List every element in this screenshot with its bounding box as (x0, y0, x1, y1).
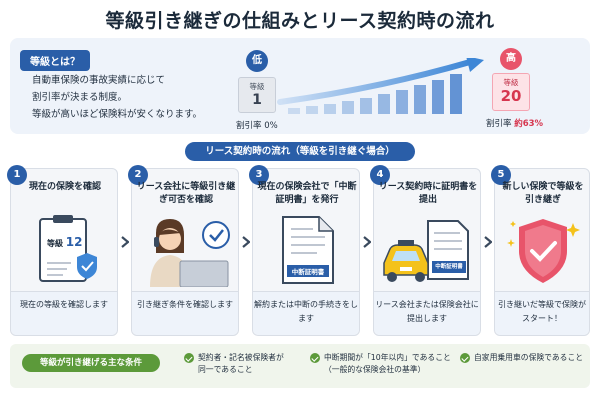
step-description: 引き継ぎ条件を確認します (132, 291, 238, 335)
certificate-label: 中断証明書 (291, 268, 325, 276)
high-rate-label: 割引率 (486, 119, 512, 129)
step-description: リース会社または保険会社に提出します (374, 291, 480, 335)
condition-line: 中断期間が「10年以内」であること (324, 353, 451, 362)
chevron-right-icon (484, 236, 492, 248)
growth-bar (378, 94, 390, 114)
condition-line: 同一であること (198, 365, 253, 374)
condition-item-1: 契約者・記名被保険者が 同一であること (198, 352, 284, 376)
operator-laptop-icon (136, 213, 236, 288)
growth-bar (360, 98, 372, 114)
grade-info-line: 等級が高いほど保険料が安くなります。 (32, 109, 203, 120)
low-grade-value: 1 (252, 92, 262, 108)
grade-info-badge: 等級とは？ (20, 50, 90, 71)
clipboard-grade-value: 12 (65, 235, 83, 249)
low-rate-value: 0% (264, 121, 278, 131)
growth-bar (450, 74, 462, 114)
step-title: 新しい保険で等級を引き継ぎ (502, 182, 584, 205)
grade-info-line: 自動車保険の事故実績に応じて (32, 75, 166, 86)
step-title: リース契約時に証明書を提出 (378, 182, 478, 205)
car-document-icon: 中断証明書 (378, 213, 478, 287)
high-marker: 高 (500, 48, 522, 70)
step-description: 現在の等級を確認します (11, 291, 117, 335)
check-icon (184, 353, 194, 363)
high-grade-box: 等級 20 (492, 73, 530, 111)
condition-line: 契約者・記名被保険者が (198, 353, 284, 362)
certificate-label: 中断証明書 (435, 264, 463, 270)
step-number: 4 (370, 165, 390, 185)
step-number: 2 (128, 165, 148, 185)
document-icon: 中断証明書 (257, 213, 357, 287)
growth-bar (342, 101, 354, 114)
step-title: 現在の保険を確認 (28, 182, 101, 192)
growth-bar (414, 85, 426, 114)
step-number: 3 (249, 165, 269, 185)
growth-bar (288, 108, 300, 114)
chevron-right-icon (242, 236, 250, 248)
step-title: 現在の保険会社で「中断証明書」を発行 (257, 182, 357, 205)
step-number: 5 (491, 165, 511, 185)
growth-bar (396, 90, 408, 114)
high-rate: 割引率 約63% (486, 117, 543, 129)
step-card-2: 2 リース会社に等級引き継ぎ可否を確認 引き継ぎ条件を確認します (128, 165, 239, 336)
low-grade-label: 等級 (249, 82, 265, 91)
shield-check-icon (499, 213, 587, 287)
high-grade-value: 20 (500, 87, 522, 105)
grade-info-description: 自動車保険の事故実績に応じて 割引率が決まる制度。 等級が高いほど保険料が安くな… (32, 72, 202, 123)
low-rate-label: 割引率 (236, 121, 262, 131)
conditions-badge: 等級が引き継げる主な条件 (22, 354, 160, 372)
condition-line: 自家用乗用車の保険であること (474, 353, 584, 362)
chevron-right-icon (121, 236, 129, 248)
chevron-right-icon (363, 236, 371, 248)
low-rate: 割引率 0% (236, 119, 278, 131)
high-rate-value: 約63% (514, 119, 544, 129)
step-card-5: 5 新しい保険で等級を引き継ぎ 引き継いだ等級で保険がスタート！ (491, 165, 590, 336)
step-title: リース会社に等級引き継ぎ可否を確認 (136, 182, 236, 205)
growth-arrow-head (466, 58, 484, 72)
clipboard-grade-label: 等級 (47, 239, 63, 248)
growth-bar (306, 106, 318, 114)
condition-item-3: 自家用乗用車の保険であること (474, 352, 583, 364)
growth-bar (324, 104, 336, 114)
condition-item-2: 中断期間が「10年以内」であること （一般的な保険会社の基準） (324, 352, 451, 376)
step-description: 解約または中断の手続きをします (253, 291, 359, 335)
growth-arrow (277, 59, 473, 105)
step-card-1: 1 現在の保険を確認 等級 12 現在の等級を確認します (7, 165, 118, 336)
condition-line: （一般的な保険会社の基準） (324, 365, 426, 374)
check-icon (460, 353, 470, 363)
check-icon (310, 353, 320, 363)
page-title: 等級引き継ぎの仕組みとリース契約時の流れ (105, 10, 495, 32)
step-card-4: 4 リース契約時に証明書を提出 中断証明書 リース会社または保険会社に提出します (370, 165, 481, 336)
grade-growth-bars (277, 58, 484, 114)
flow-title-banner: リース契約時の流れ（等級を引き継ぐ場合） (185, 142, 415, 161)
step-description: 引き継いだ等級で保険がスタート！ (495, 291, 589, 335)
low-marker: 低 (246, 50, 268, 72)
growth-bar (432, 80, 444, 114)
grade-info-line: 割引率が決まる制度。 (32, 92, 128, 103)
high-grade-label: 等級 (503, 78, 519, 87)
step-card-3: 3 現在の保険会社で「中断証明書」を発行 中断証明書 解約または中断の手続きをし… (249, 165, 360, 336)
clipboard-icon: 等級 12 (15, 213, 115, 287)
low-grade-box: 等級 1 (238, 77, 276, 113)
step-number: 1 (7, 165, 27, 185)
